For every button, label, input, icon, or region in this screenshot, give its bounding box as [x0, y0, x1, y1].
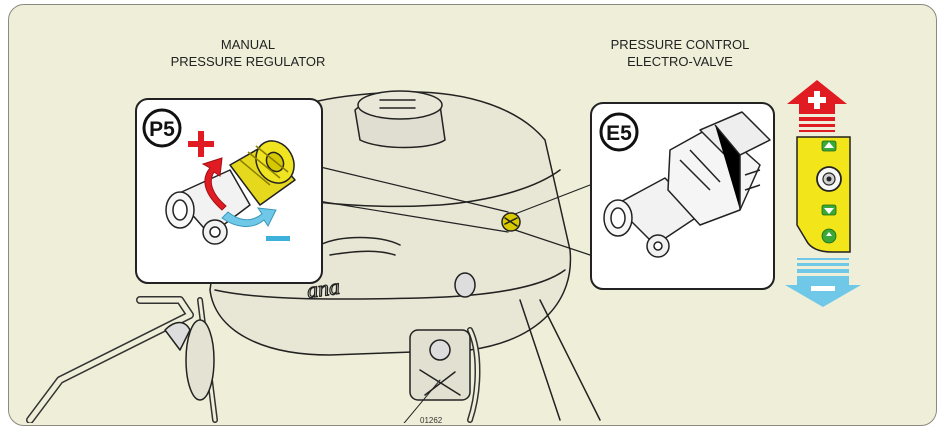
regulator-location	[502, 213, 520, 231]
plus-arrow-up-icon	[787, 80, 847, 132]
p5-badge: P5	[144, 110, 180, 146]
e5-badge: E5	[601, 114, 637, 150]
p5-badge-label: P5	[149, 118, 175, 141]
electro-valve-detail: E5	[591, 103, 774, 289]
manual-regulator-detail: P5	[136, 99, 322, 283]
e5-badge-label: E5	[606, 122, 632, 145]
minus-icon	[266, 236, 290, 241]
control-panel	[797, 137, 850, 252]
pressure-control-indicator	[785, 80, 861, 307]
part-code: 01262	[420, 416, 443, 425]
minus-arrow-down-icon	[785, 258, 861, 307]
